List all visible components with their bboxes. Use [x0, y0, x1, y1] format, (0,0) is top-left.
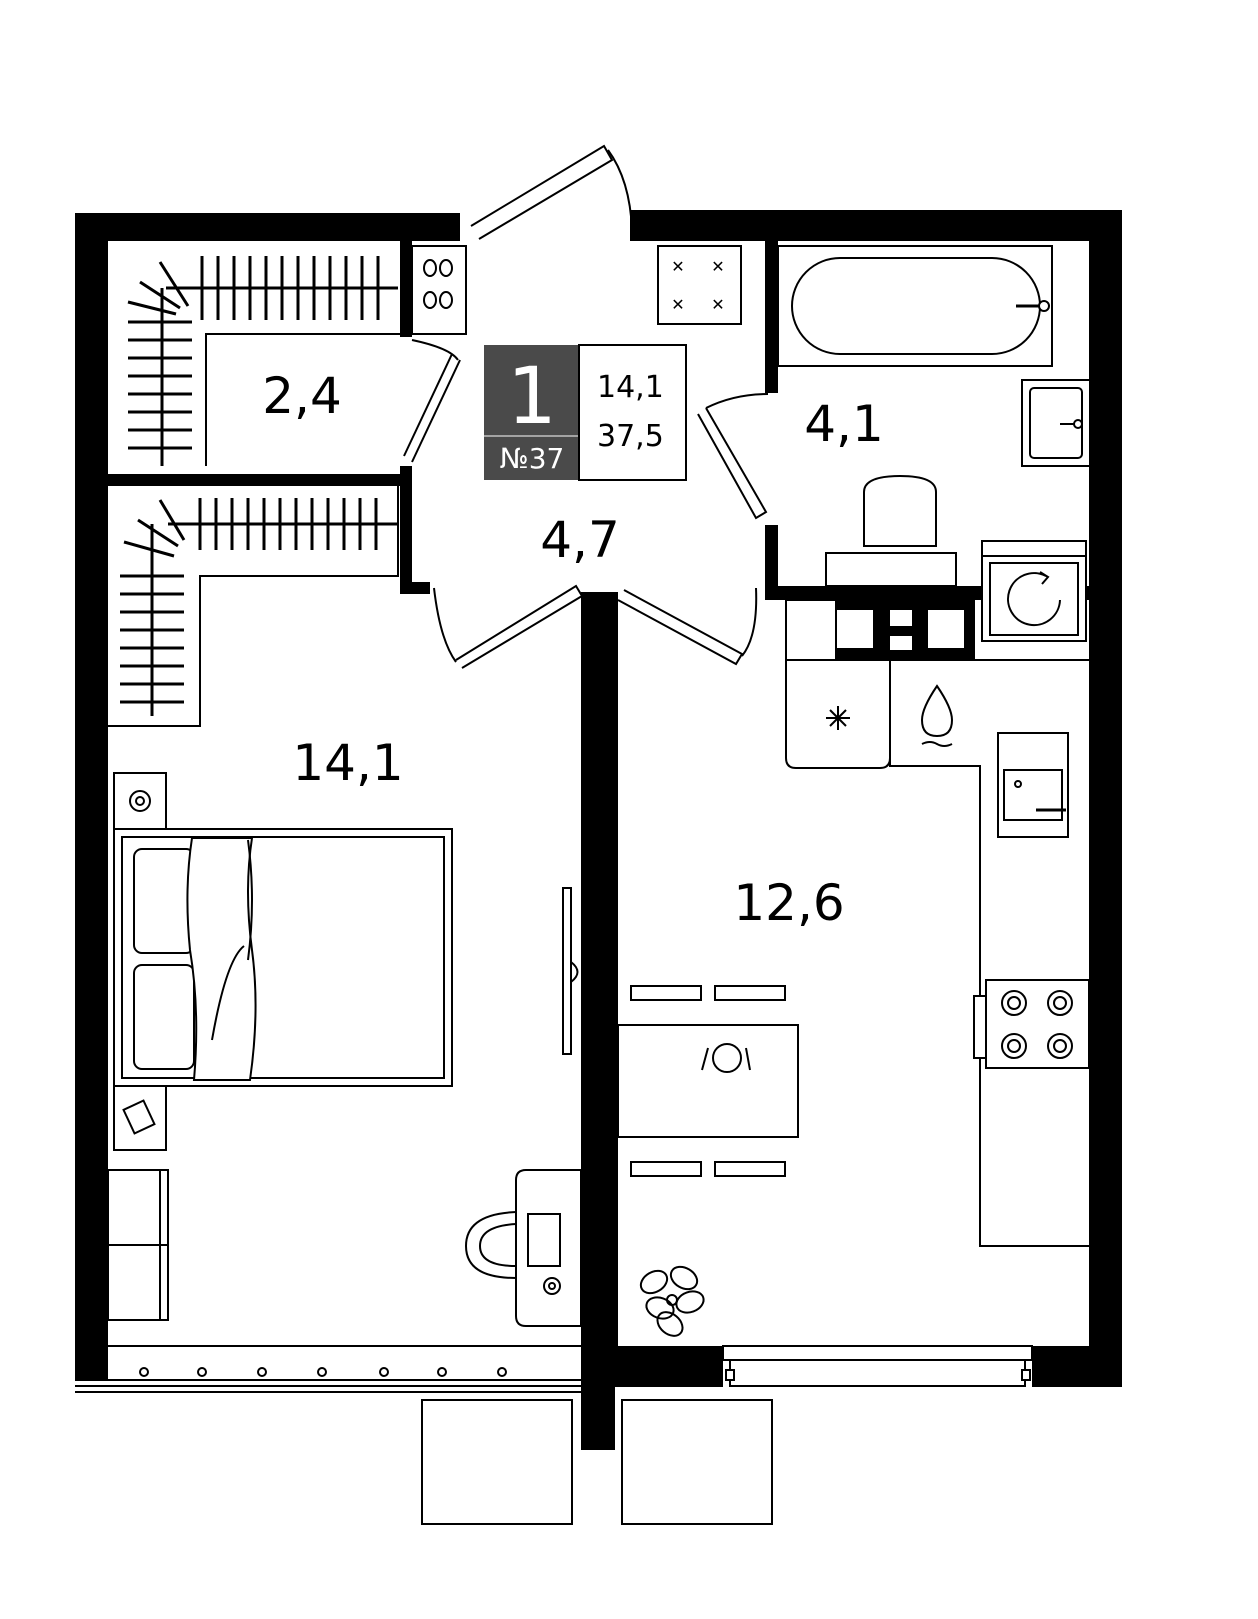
svg-text:✕: ✕ — [711, 257, 724, 276]
room-count: 1 — [507, 352, 557, 442]
room-labels: 2,4 4,7 4,1 14,1 12,6 — [262, 367, 884, 932]
toilet — [825, 474, 957, 587]
bathtub — [777, 245, 1053, 367]
apartment-number: №37 — [500, 442, 565, 475]
bedroom-wardrobe — [108, 486, 399, 727]
svg-text:✕: ✕ — [671, 295, 684, 314]
wardrobe-room — [127, 256, 461, 466]
kitchen-sink — [997, 732, 1069, 838]
bathroom-door[interactable] — [697, 393, 769, 520]
bedroom-door[interactable] — [433, 584, 584, 669]
shoes-icon — [423, 259, 453, 309]
bathroom-area: 4,1 — [804, 395, 884, 453]
entry-cabinet: ✕ ✕ ✕ ✕ — [657, 245, 742, 325]
total-area: 37,5 — [597, 419, 664, 454]
hangers — [127, 256, 380, 450]
cooktop — [973, 979, 1090, 1069]
nightstand-top — [113, 772, 167, 830]
kitchen-window — [722, 1345, 1033, 1387]
apartment-info: 1 №37 14,1 37,5 — [484, 344, 687, 481]
wardrobe-area: 2,4 — [262, 367, 342, 425]
hall-area: 4,7 — [540, 511, 620, 569]
living-area: 14,1 — [597, 370, 664, 405]
svg-text:✕: ✕ — [711, 295, 724, 314]
balcony-units — [421, 1399, 773, 1525]
plant-icon — [639, 1265, 705, 1337]
kitchen-counter — [889, 659, 1089, 1247]
snowflake-icon — [826, 706, 850, 730]
sliding-panel — [562, 887, 579, 1055]
window-sash-markers — [139, 1367, 507, 1377]
dishes-icon — [701, 1043, 751, 1073]
ventilation-shafts — [836, 610, 964, 650]
nightstand-bottom — [113, 1085, 167, 1151]
washing-machine — [981, 540, 1087, 642]
bedroom-window — [75, 1345, 581, 1393]
bed — [113, 828, 453, 1087]
svg-text:✕: ✕ — [671, 257, 684, 276]
star-icon: ✕ ✕ ✕ ✕ — [671, 257, 724, 314]
washing-machine-icon — [1007, 571, 1061, 626]
desk — [464, 1169, 582, 1327]
rooms-badge — [484, 345, 579, 480]
entry-door[interactable] — [470, 144, 633, 240]
bathroom-sink — [1021, 379, 1091, 467]
shoe-rack — [411, 245, 467, 335]
bedroom-area: 14,1 — [292, 734, 403, 792]
dresser — [107, 1169, 169, 1321]
kitchen-area: 12,6 — [733, 874, 844, 932]
water-drop-icon — [920, 684, 954, 747]
dining-table — [617, 985, 799, 1177]
kitchen-door[interactable] — [617, 587, 758, 666]
